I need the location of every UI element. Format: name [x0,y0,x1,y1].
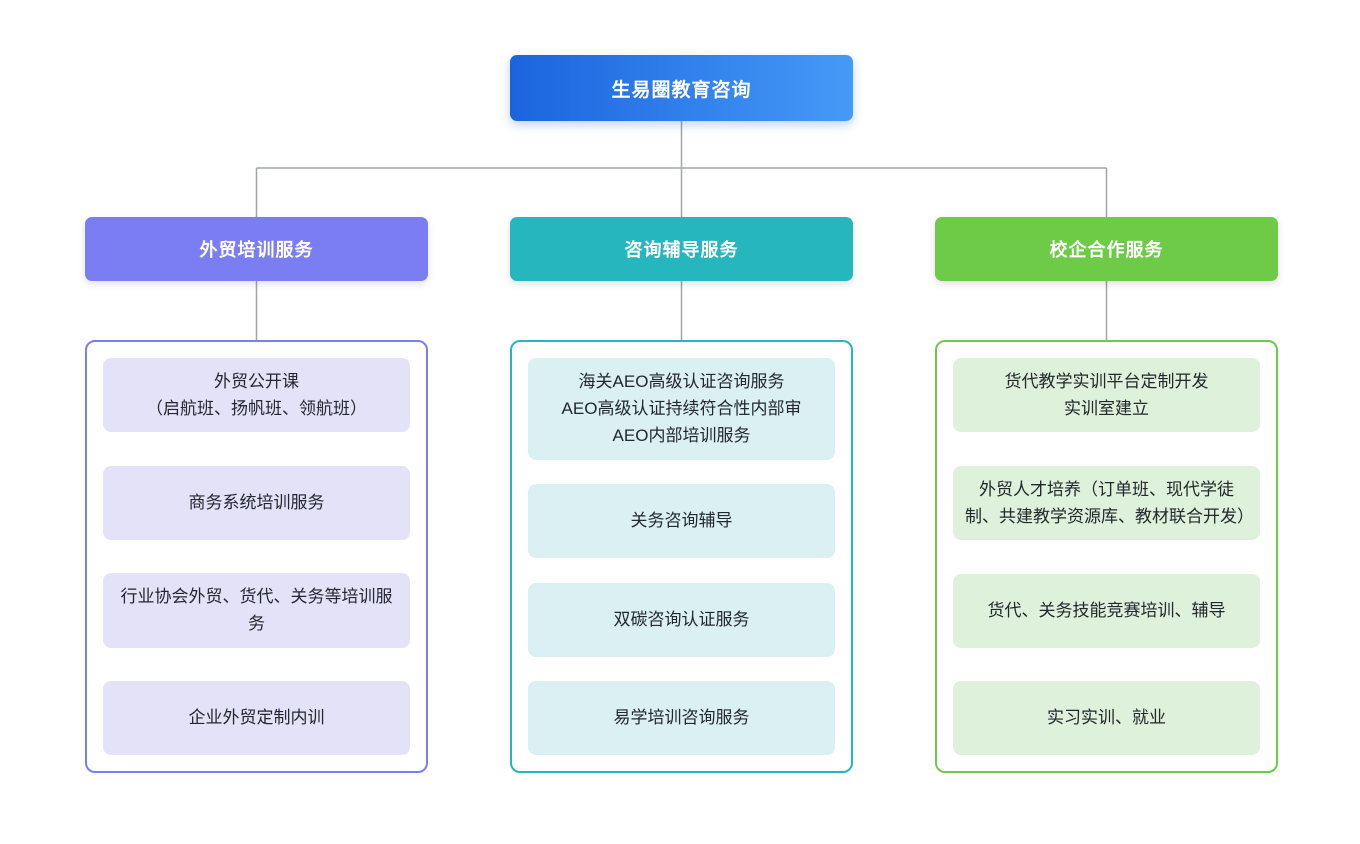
branch-body-consulting: 海关AEO高级认证咨询服务 AEO高级认证持续符合性内部审 AEO内部培训服务 … [510,340,853,773]
branch-trade-training: 外贸培训服务 外贸公开课 （启航班、扬帆班、领航班） 商务系统培训服务 行业协会… [85,217,428,773]
root-node: 生易圈教育咨询 [510,55,853,121]
branch-body-school-enterprise: 货代教学实训平台定制开发 实训室建立 外贸人才培养（订单班、现代学徒制、共建教学… [935,340,1278,773]
branch-item: 双碳咨询认证服务 [528,582,835,657]
branch-body-trade-training: 外贸公开课 （启航班、扬帆班、领航班） 商务系统培训服务 行业协会外贸、货代、关… [85,340,428,773]
branch-item: 实习实训、就业 [953,680,1260,755]
branch-header-consulting: 咨询辅导服务 [510,217,853,281]
branch-school-enterprise: 校企合作服务 货代教学实训平台定制开发 实训室建立 外贸人才培养（订单班、现代学… [935,217,1278,773]
branch-item: 行业协会外贸、货代、关务等培训服务 [103,573,410,648]
branch-item: 外贸人才培养（订单班、现代学徒制、共建教学资源库、教材联合开发） [953,465,1260,541]
branch-item: 货代、关务技能竞赛培训、辅导 [953,573,1260,648]
branch-item: 海关AEO高级认证咨询服务 AEO高级认证持续符合性内部审 AEO内部培训服务 [528,358,835,460]
branch-item: 关务咨询辅导 [528,484,835,559]
branch-item: 商务系统培训服务 [103,465,410,540]
branch-item: 易学培训咨询服务 [528,680,835,755]
branch-consulting: 咨询辅导服务 海关AEO高级认证咨询服务 AEO高级认证持续符合性内部审 AEO… [510,217,853,773]
branch-item: 企业外贸定制内训 [103,680,410,755]
branch-item: 货代教学实训平台定制开发 实训室建立 [953,358,1260,433]
branch-item: 外贸公开课 （启航班、扬帆班、领航班） [103,358,410,433]
branch-header-school-enterprise: 校企合作服务 [935,217,1278,281]
branch-header-trade-training: 外贸培训服务 [85,217,428,281]
